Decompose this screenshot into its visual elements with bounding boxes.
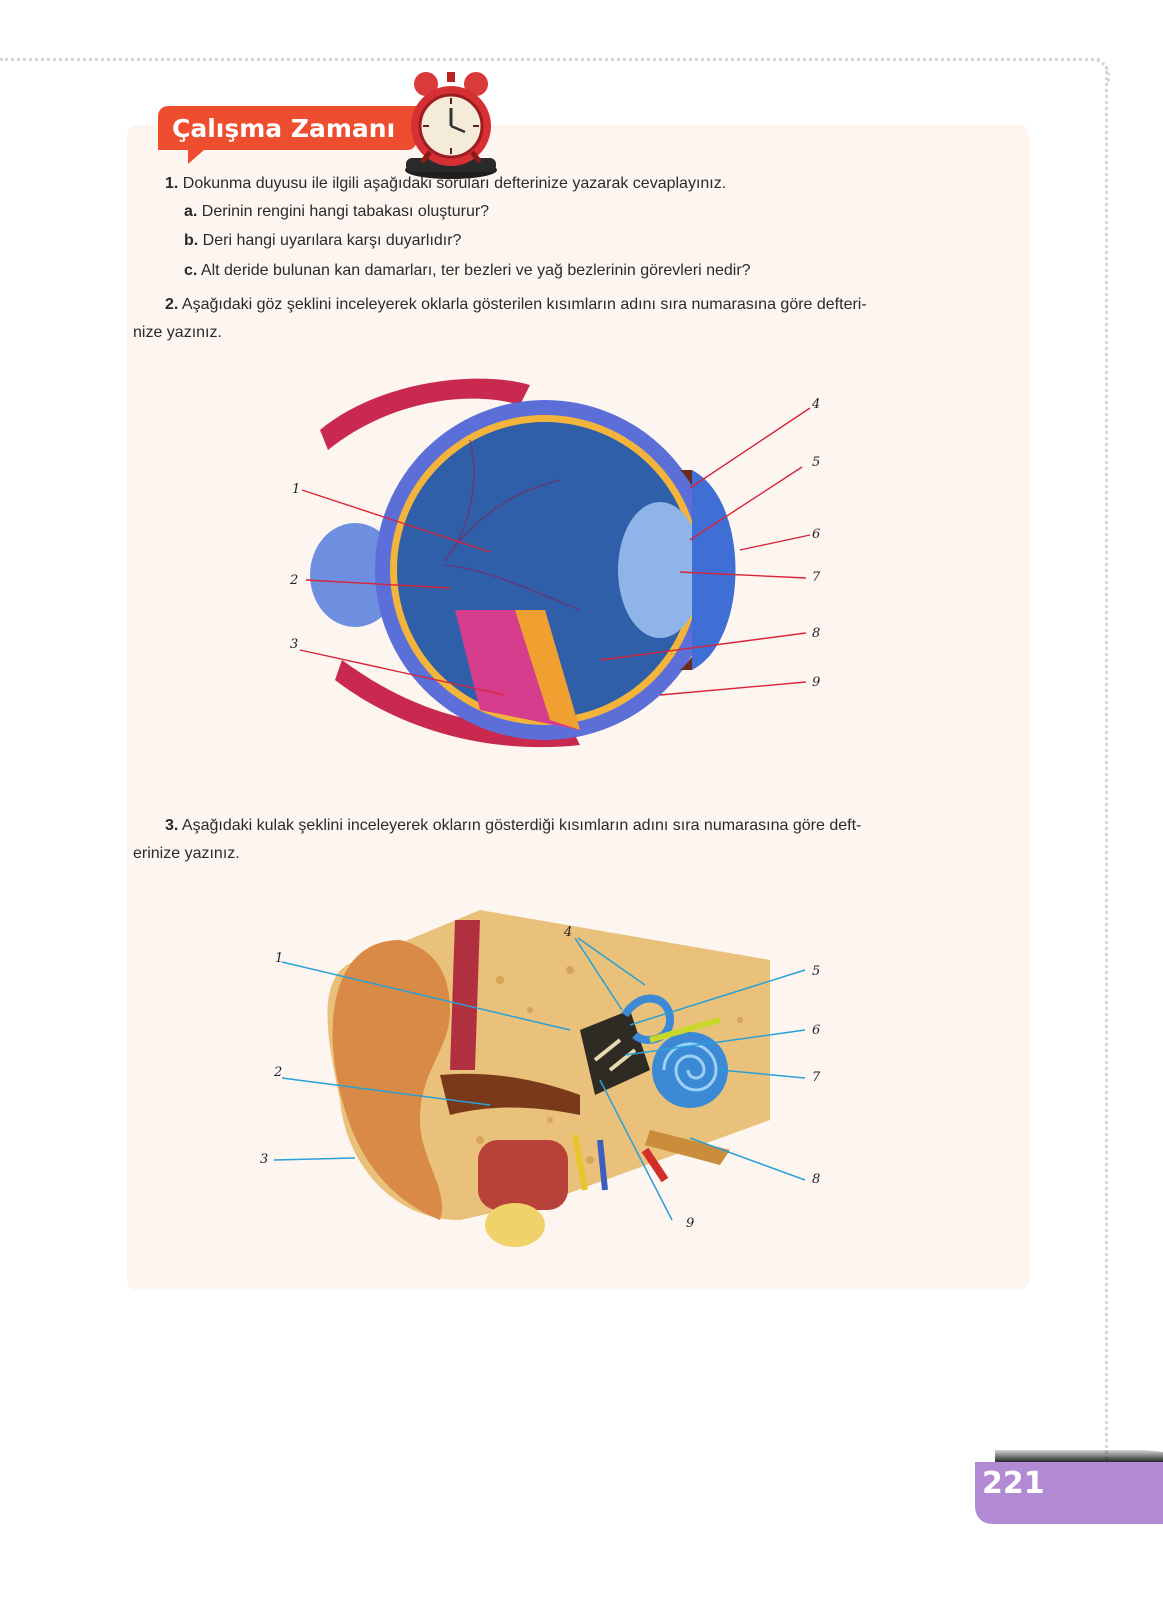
question-number: 1. (165, 175, 179, 192)
question-text-line1: Aşağıdaki kulak şeklini inceleyerek okla… (181, 817, 862, 834)
eye-label-6: 6 (812, 527, 820, 542)
eye-label-4: 4 (811, 397, 820, 412)
eye-lens (618, 502, 702, 638)
item-text: Derinin rengini hangi tabakası oluşturur… (201, 203, 490, 220)
question-1-item-a: a. Derinin rengini hangi tabakası oluştu… (184, 203, 489, 221)
item-letter: b. (184, 232, 199, 249)
ear-canal (440, 1073, 580, 1115)
eye-diagram: 1 2 3 4 5 6 7 8 9 (289, 378, 821, 748)
middle-ear-cavity (580, 1010, 650, 1095)
ear-label-6: 6 (812, 1023, 820, 1038)
item-text: Deri hangi uyarılara karşı duyarlıdır? (202, 232, 462, 249)
question-2: 2. Aşağıdaki göz şeklini inceleyerek okl… (165, 296, 867, 314)
eye-label-7: 7 (812, 570, 821, 585)
ear-label-7: 7 (812, 1070, 821, 1085)
question-1: 1. Dokunma duyusu ile ilgili aşağıdaki s… (165, 168, 726, 199)
eye-label-8: 8 (812, 626, 820, 641)
ear-label-9: 9 (686, 1216, 694, 1231)
question-text-line2: nize yazınız. (133, 324, 222, 341)
ear-label-3: 3 (260, 1152, 268, 1167)
eye-layer-cut-inner (515, 610, 580, 730)
item-text: Alt deride bulunan kan damarları, ter be… (200, 262, 751, 279)
eye-label-9: 9 (812, 675, 820, 690)
ear-label-2: 2 (273, 1065, 282, 1080)
eye-label-1: 1 (292, 482, 300, 497)
question-text: Dokunma duyusu ile ilgili aşağıdaki soru… (182, 175, 727, 192)
section-title: Çalışma Zamanı (172, 113, 396, 143)
auditory-nerve (649, 1017, 721, 1043)
page-number-tab (975, 1450, 1163, 1524)
item-letter: c. (184, 262, 198, 279)
semicircular-canals (621, 994, 675, 1044)
dotted-border-right (1105, 66, 1108, 1466)
ear-label-1: 1 (275, 951, 283, 966)
item-letter: a. (184, 203, 198, 220)
eye-muscle-top (320, 378, 530, 450)
question-number: 3. (165, 817, 179, 834)
ear-pointer-lines (273, 937, 806, 1221)
dotted-border-corner (1085, 58, 1110, 83)
eye-label-2: 2 (289, 573, 298, 588)
ear-label-4: 4 (563, 925, 572, 940)
eye-pointer-lines (299, 407, 811, 696)
question-text-line2: erinize yazınız. (133, 845, 240, 862)
earlobe-fat (485, 1203, 545, 1247)
ear-diagram: 1 2 3 4 5 6 7 8 9 (260, 910, 821, 1247)
ear-pinna (332, 940, 450, 1220)
question-1-item-b: b. Deri hangi uyarılara karşı duyarlıdır… (184, 232, 461, 250)
question-1-item-c: c. Alt deride bulunan kan damarları, ter… (184, 262, 751, 280)
ear-label-8: 8 (812, 1172, 820, 1187)
parotid-tissue (478, 1140, 568, 1210)
eye-cornea (692, 470, 736, 670)
eye-label-3: 3 (290, 637, 298, 652)
eye-label-5: 5 (812, 455, 820, 470)
ear-label-5: 5 (812, 964, 820, 979)
question-text-line1: Aşağıdaki göz şeklini inceleyerek oklarl… (181, 296, 867, 313)
dotted-border-top (0, 58, 1100, 61)
question-number: 2. (165, 296, 179, 313)
eustachian-tube (645, 1130, 730, 1165)
question-3: 3. Aşağıdaki kulak şeklini inceleyerek o… (165, 817, 861, 835)
section-tab: Çalışma Zamanı (158, 106, 418, 164)
page-number: 221 (982, 1466, 1045, 1501)
question-2-continued: nize yazınız. (133, 324, 222, 342)
temporal-muscle (450, 920, 480, 1070)
alarm-clock-icon (405, 72, 497, 179)
question-3-continued: erinize yazınız. (133, 845, 240, 863)
